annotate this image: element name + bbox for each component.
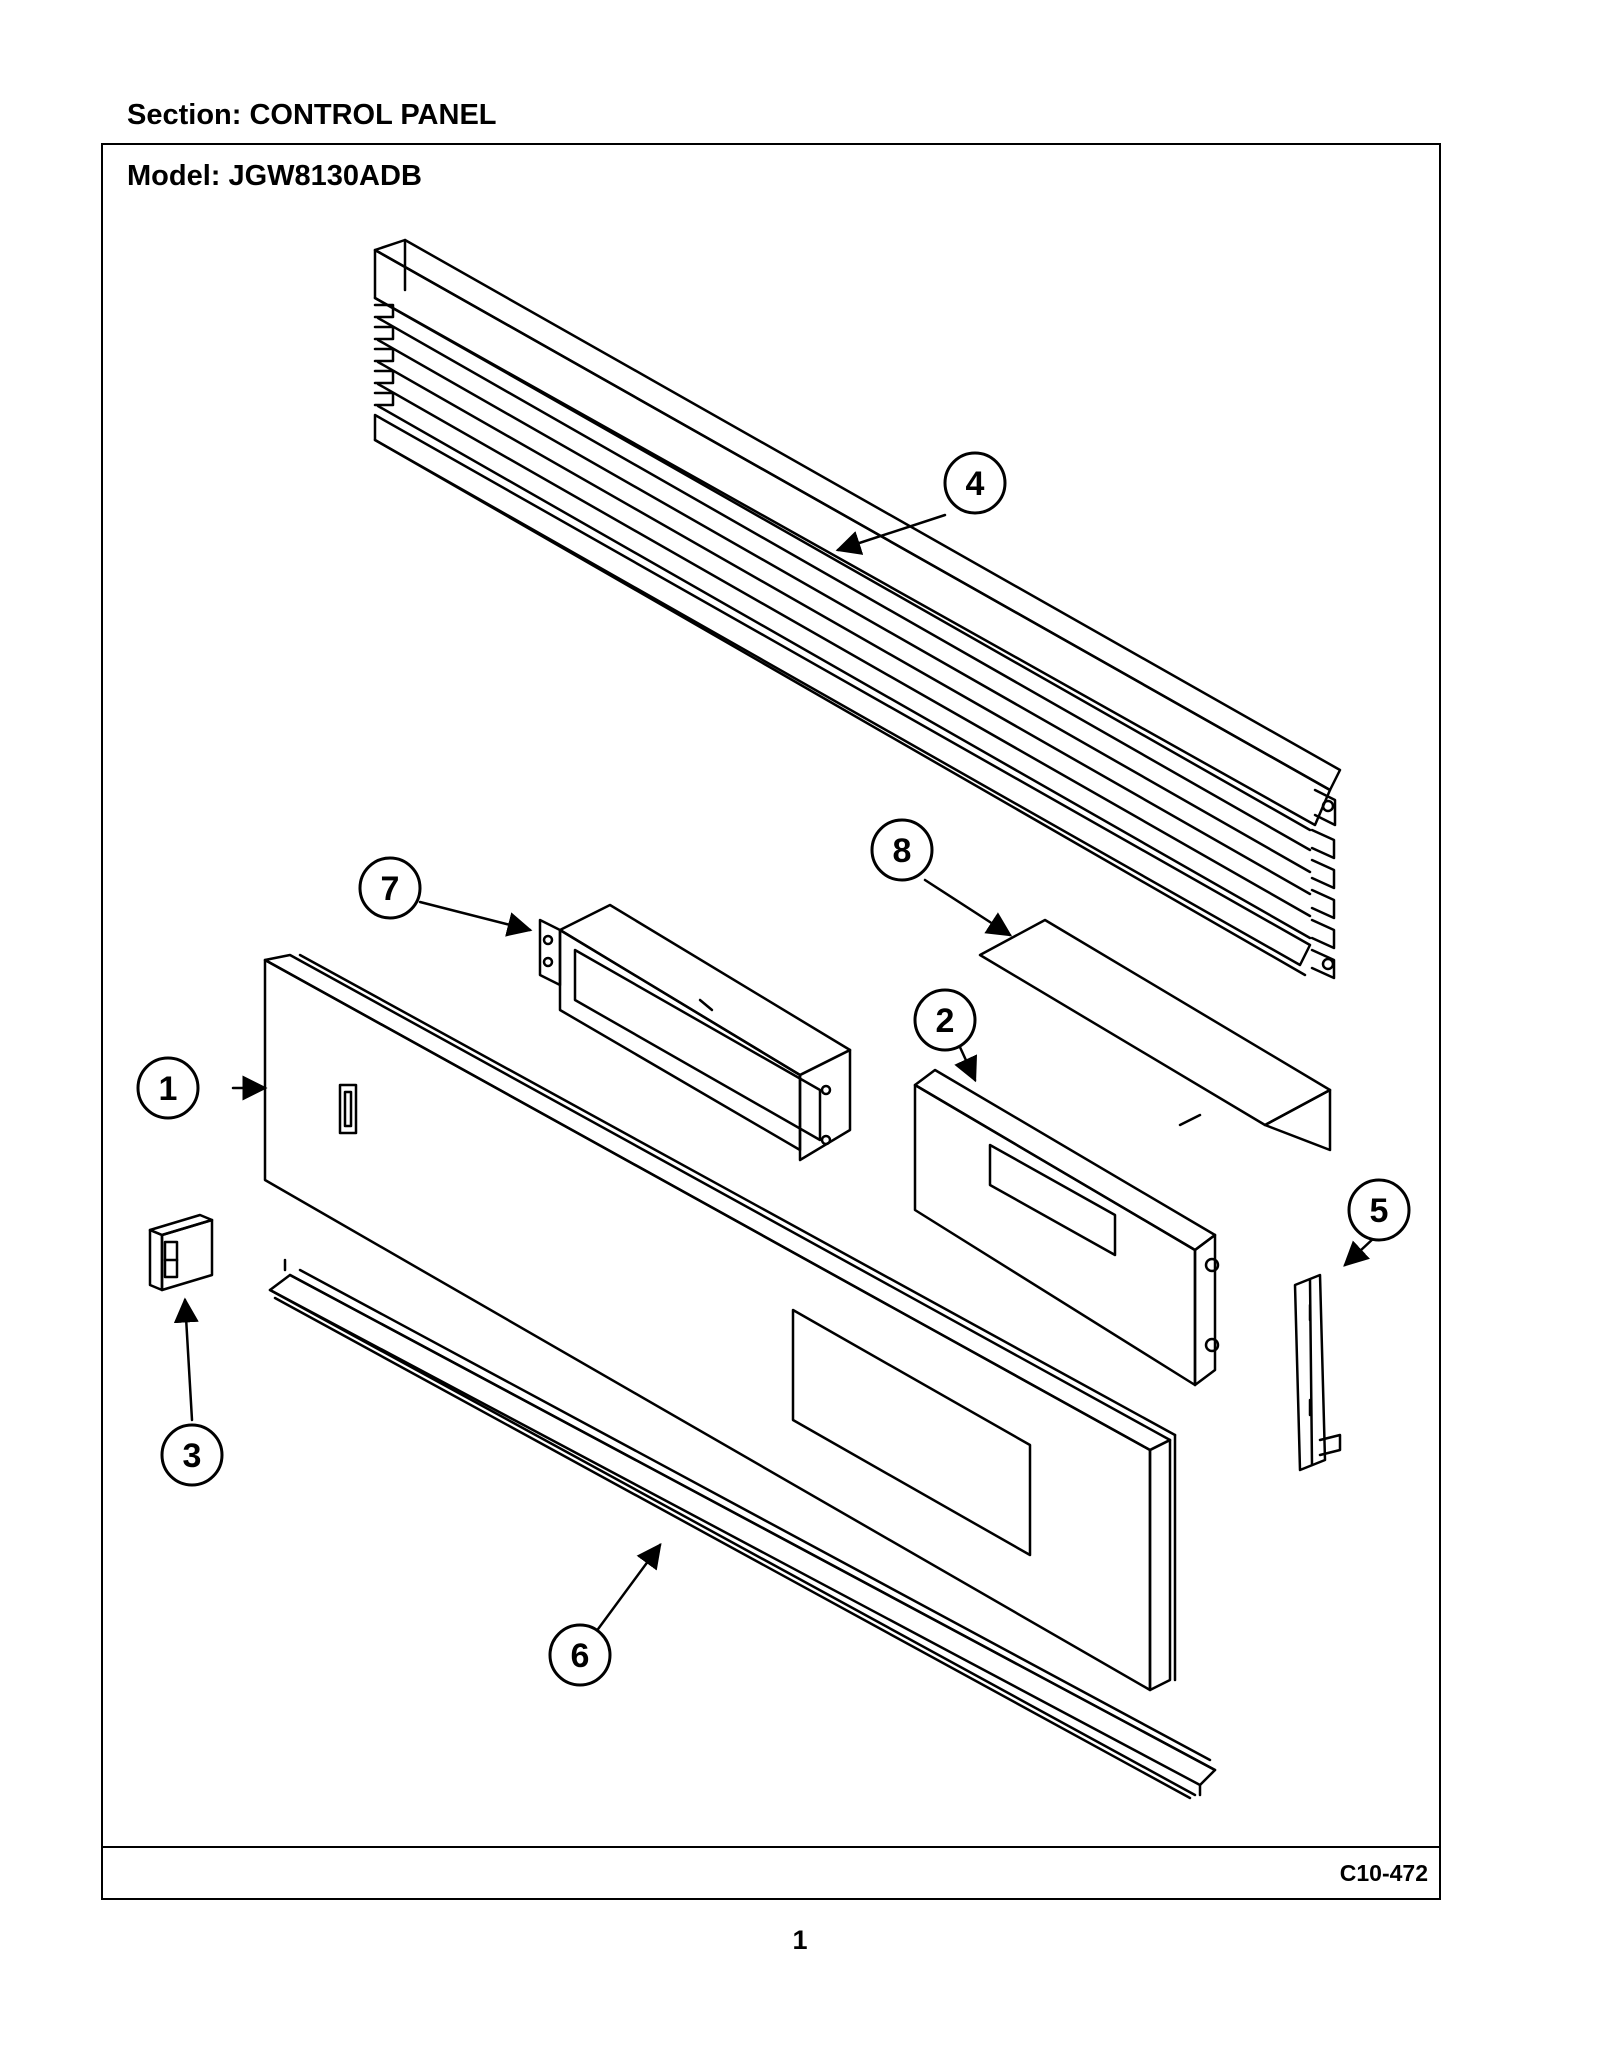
part-1-control-panel xyxy=(263,953,1177,1692)
callout-6-marker xyxy=(548,1623,612,1687)
diagram-code: C10-472 xyxy=(1339,1860,1428,1886)
section-title: Section: CONTROL PANEL xyxy=(127,99,497,131)
callout-3-label: 3 xyxy=(183,1437,202,1475)
part-8-shield xyxy=(978,918,1332,1152)
part-6-trim-strip xyxy=(268,1258,1217,1800)
page-number: 1 xyxy=(792,1925,808,1955)
callout-7-label: 7 xyxy=(381,870,400,908)
callout-8-marker xyxy=(870,818,934,882)
callout-5-marker xyxy=(1347,1178,1411,1242)
callout-1-marker xyxy=(136,1056,200,1120)
callout-markers xyxy=(136,451,1411,1687)
model-title: Model: JGW8130ADB xyxy=(127,160,422,192)
callout-3-marker xyxy=(160,1423,224,1487)
part-3-switch xyxy=(148,1213,214,1292)
part-5-bracket xyxy=(1293,1273,1342,1472)
callout-2-marker xyxy=(913,988,977,1052)
callout-4-label: 4 xyxy=(966,465,985,503)
part-4-panel-trim xyxy=(373,238,1342,980)
callout-8-label: 8 xyxy=(893,832,912,870)
diagram-frame xyxy=(101,143,1441,1900)
footer-divider xyxy=(101,1846,1441,1848)
leader-lines xyxy=(173,513,1377,1642)
callout-1-label: 1 xyxy=(159,1070,178,1108)
callout-2-label: 2 xyxy=(936,1002,955,1040)
callout-5-label: 5 xyxy=(1370,1192,1389,1230)
callout-7-marker xyxy=(358,856,422,920)
part-7-bracket xyxy=(538,903,852,1162)
callout-6-label: 6 xyxy=(571,1637,590,1675)
part-2-overlay xyxy=(913,1068,1220,1387)
callout-4-marker xyxy=(943,451,1007,515)
